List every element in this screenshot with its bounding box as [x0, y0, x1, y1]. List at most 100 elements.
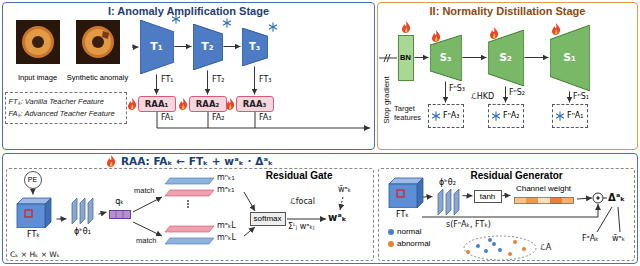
illustration-part: [92, 36, 104, 48]
illustration-part: [269, 23, 276, 31]
illustration-part: [88, 198, 93, 224]
subpanel: Residual GatePEFTₖϕᵏθ₁qₖsoftmax: [6, 168, 374, 261]
illustration-part: [45, 198, 51, 228]
tanh-box: tanh: [474, 190, 502, 203]
illustration-part: [446, 189, 451, 215]
illustration-part: [165, 226, 214, 232]
illustration-part: [417, 178, 423, 208]
illustration-part: [430, 35, 462, 81]
illustration-part: [187, 203, 189, 205]
illustration-part: [597, 207, 612, 232]
illustration-part: [85, 29, 111, 55]
illustration-part: [244, 227, 255, 236]
annotation: FT₁: [161, 75, 174, 85]
node-text: RAA: FAₖ ← FTₖ + wᵃₖ · Δᵃₖ: [121, 155, 637, 168]
node-text: Residual Gate: [7, 170, 333, 182]
teacher-block: T₃: [242, 28, 268, 66]
illustration-part: [550, 197, 562, 204]
legend-text: normal: [397, 227, 421, 237]
projection-layer: ϕᵏθ₁: [68, 198, 98, 240]
illustration-part: [157, 112, 158, 128]
illustration-part: [223, 19, 230, 27]
node-text: FTₖ: [384, 210, 422, 219]
illustration-part: [17, 204, 45, 228]
node-text: FⁿA₃: [443, 111, 459, 120]
node-shape: [514, 197, 574, 205]
illustration-part: [389, 184, 417, 208]
illustration-part: [25, 29, 51, 55]
encoding-circle: PE: [24, 171, 42, 189]
node-text: FTₖ: Vanilla Teacher Feature: [9, 96, 123, 108]
illustration-part: [577, 198, 592, 199]
annotation: FⁿS₂: [509, 88, 525, 98]
illustration-part: [538, 197, 550, 204]
illustration-part: [618, 207, 620, 232]
connector: [422, 196, 432, 198]
illustration-part: [488, 30, 524, 86]
teacher-block: T₁: [140, 20, 174, 74]
target-box: FⁿA₁: [552, 104, 588, 128]
illustration-part: [242, 28, 268, 66]
feature-cube: FTₖ: [12, 196, 56, 244]
illustration-part: [593, 193, 603, 203]
node-shape: [69, 198, 97, 224]
annotation: FⁿS₁: [573, 92, 589, 102]
raa-box: RAA₂: [189, 96, 227, 112]
node-shape: [387, 176, 425, 208]
trainable-icons: [107, 21, 560, 167]
illustration-part: [72, 198, 77, 224]
annotation: w̄ᵃₖ: [338, 185, 351, 195]
illustration-part: [165, 190, 214, 196]
connector: [32, 189, 33, 194]
connector: [175, 46, 192, 47]
illustration-part: [402, 21, 410, 33]
illustration-part: [514, 197, 526, 204]
node-text: FⁿA₁: [567, 111, 583, 120]
illustration-part: [140, 20, 174, 74]
input-photo: [16, 20, 60, 64]
annotation: mᵃₖL: [217, 221, 236, 231]
node-text: S₁: [563, 51, 576, 64]
node-shape: [109, 210, 131, 219]
illustration-part: [107, 155, 115, 167]
node-text: RAA₁: [145, 99, 168, 109]
illustration-part: [82, 26, 114, 58]
channel-weight: Channel weight: [512, 184, 576, 206]
node-text: Residual Generator: [471, 170, 634, 182]
node-text: ϕᵏθ₁: [68, 227, 98, 236]
illustration-part: [526, 197, 538, 204]
node-text: S₃: [440, 52, 452, 63]
connector: [463, 57, 487, 58]
annotation: FⁿS₃: [449, 84, 465, 94]
illustration-part: [522, 247, 526, 251]
legend-swatch: [388, 241, 394, 247]
illustration-part: [25, 210, 32, 217]
illustration-part: [165, 178, 214, 184]
query-vector: qₖ: [108, 196, 132, 222]
illustration-part: [16, 20, 60, 64]
node-text: qₖ: [108, 196, 132, 207]
node-text: S₂: [499, 51, 512, 64]
annotation: FT₃: [259, 75, 272, 85]
node-text-line: FAₖ: Advanced Teacher Feature: [9, 108, 123, 120]
illustration-part: [255, 112, 256, 128]
connector: [224, 46, 241, 47]
illustration-part: [550, 25, 590, 91]
illustration-part: [488, 238, 492, 242]
connector: [505, 87, 506, 103]
annotation: Cₖ × Hₖ × Wₖ: [10, 250, 60, 259]
illustration-part: [187, 200, 189, 202]
illustration-part: [340, 197, 343, 210]
illustration-part: [133, 222, 162, 236]
node-text: Channel weight: [512, 184, 576, 194]
feature-cube: FTₖ: [384, 176, 422, 222]
image-panel: Synthetic anomaly: [64, 18, 132, 80]
annotation: mⁿₖ₁: [217, 173, 235, 183]
illustration-part: [287, 219, 326, 220]
illustration-part: [464, 236, 536, 260]
node-text: tanh: [480, 192, 496, 201]
node-text: T₂: [201, 40, 213, 53]
